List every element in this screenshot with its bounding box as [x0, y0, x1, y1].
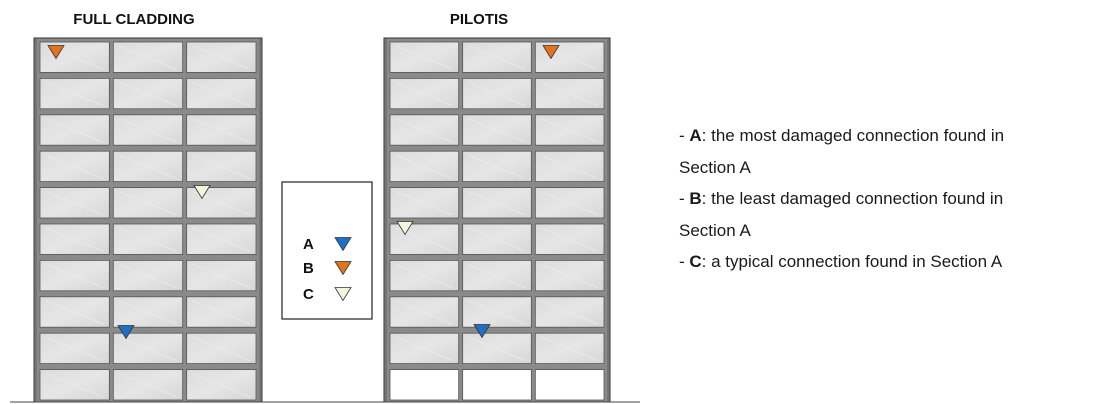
legend-notes: - A: the most damaged connection found i… [679, 120, 1119, 278]
note-c-key: C [689, 252, 702, 271]
note-a-text: : the most damaged connection found in [701, 126, 1005, 145]
note-c-text: : a typical connection found in Section … [701, 252, 1003, 271]
note-b-text: : the least damaged connection found in [701, 189, 1004, 208]
note-b-line: - B: the least damaged connection found … [679, 189, 1004, 208]
title-pilotis: PILOTIS [450, 11, 508, 28]
connection-marker-c [193, 185, 211, 200]
connection-marker-a [473, 324, 491, 339]
legend-marker-b [334, 261, 352, 276]
pilotis-building [383, 37, 611, 403]
connection-marker-a [117, 325, 135, 340]
connection-marker-b [542, 45, 560, 60]
pilotis-open-bay [462, 369, 532, 401]
connection-marker-c [396, 221, 414, 236]
legend-label-c: C [303, 286, 314, 303]
legend-marker-c [334, 287, 352, 302]
note-b-key: B [689, 189, 702, 208]
legend-box: A B C [281, 181, 373, 320]
connection-marker-b [47, 45, 65, 60]
note-b-continuation: Section A [679, 220, 751, 240]
note-a-key: A [689, 126, 702, 145]
pilotis-open-bay [534, 369, 605, 401]
cladding-panel [112, 223, 184, 255]
note-c-line: - C: a typical connection found in Secti… [679, 252, 1003, 271]
pilotis-open-bay [389, 369, 460, 401]
legend-label-a: A [303, 236, 314, 253]
legend-marker-a [334, 237, 352, 252]
building-diagram: FULL CLADDING PILOTIS A B C [10, 11, 640, 403]
note-a-line: - A: the most damaged connection found i… [679, 126, 1005, 145]
cladding-panel [534, 114, 605, 146]
full-cladding-building [33, 37, 263, 403]
title-full-cladding: FULL CLADDING [73, 11, 194, 28]
cladding-panel [39, 150, 110, 182]
legend-label-b: B [303, 260, 314, 277]
cladding-panel [534, 150, 605, 182]
note-a-continuation: Section A [679, 157, 751, 177]
